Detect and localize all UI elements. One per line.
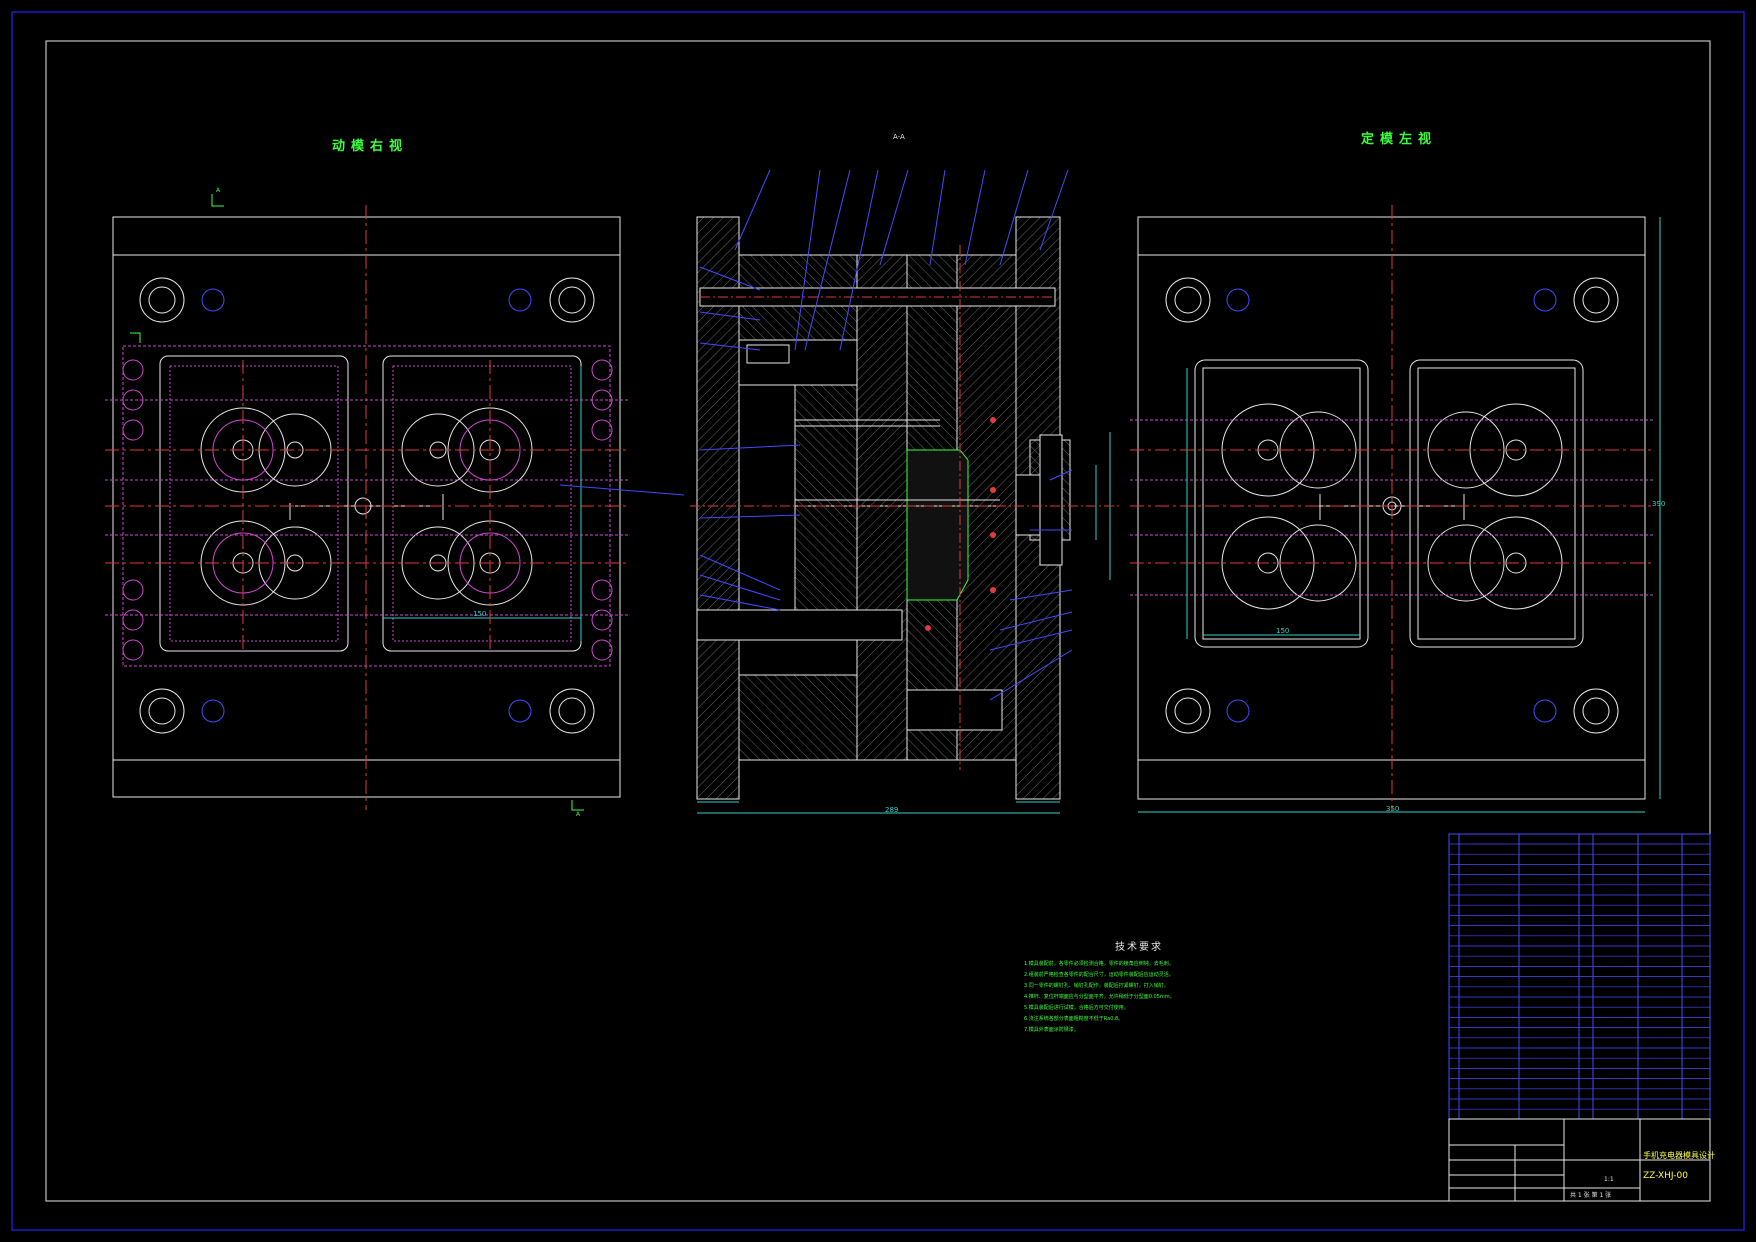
tech-item: 7.模具外表面涂防锈漆。 (1024, 1027, 1079, 1033)
drawing-number: ZZ-XHJ-00 (1643, 1171, 1688, 1181)
right-view (1137, 216, 1661, 813)
cut-mark-label: A (216, 187, 221, 194)
section-label: A-A (893, 133, 905, 141)
right-view-title: 定模左视 (1361, 132, 1438, 147)
tech-item: 6.浇注系统各部分表面粗糙度不低于Ra0.8。 (1024, 1016, 1124, 1022)
dim-right-height: 390 (1652, 500, 1666, 508)
section-leaders (699, 169, 1073, 701)
tech-item: 1.模具装配前，各零件必须检测合格，零件的棱角应倒钝，去毛刺。 (1024, 961, 1174, 967)
dim-inner-right: 150 (1276, 627, 1290, 635)
cut-mark-bottom (571, 800, 584, 811)
outer-frame (11, 11, 1745, 1231)
left-view-water-lines (105, 399, 630, 616)
right-view-centerlines (1130, 205, 1655, 810)
scale-value: 1:1 (1604, 1176, 1614, 1183)
cut-mark-label-bottom: A (576, 811, 581, 818)
tech-item: 5.模具装配后进行试模，合格后方可交付使用。 (1024, 1005, 1129, 1011)
dim-right-width: 350 (1386, 805, 1400, 813)
left-view-centerlines (105, 205, 630, 810)
tech-heading: 技术要求 (1115, 942, 1163, 953)
cut-mark-side (130, 332, 141, 343)
section-cooling-holes (925, 417, 996, 631)
cut-mark-top (211, 194, 224, 207)
tech-requirements: 技术要求 1.模具装配前，各零件必须检测合格，零件的棱角应倒钝，去毛刺。 2.组… (1024, 938, 1254, 1038)
dim-left-width: 150 (473, 610, 487, 618)
dim-middle-width: 289 (885, 806, 899, 814)
title-block (1448, 1118, 1711, 1202)
leader-line (559, 484, 685, 496)
tech-item: 2.组装前严格检查各零件的配合尺寸，运动零件装配后应运动灵活。 (1024, 972, 1174, 978)
left-view-title: 动模右视 (332, 139, 409, 154)
tech-item: 3.同一零件的螺钉孔、销钉孔配作，装配后拧紧螺钉，打入销钉。 (1024, 983, 1169, 989)
section-view (696, 216, 1071, 800)
bom-rows (1449, 843, 1710, 1110)
right-view-water-lines (1130, 419, 1655, 596)
tech-item: 4.推杆、复位杆端面应与分型面平齐，允许稍低于分型面0.05mm。 (1024, 994, 1175, 1000)
inner-frame (45, 40, 1711, 1202)
project-title: 手机充电器模具设计 (1643, 1151, 1715, 1160)
sheet-text: 共 1 张 第 1 张 (1570, 1192, 1612, 1199)
